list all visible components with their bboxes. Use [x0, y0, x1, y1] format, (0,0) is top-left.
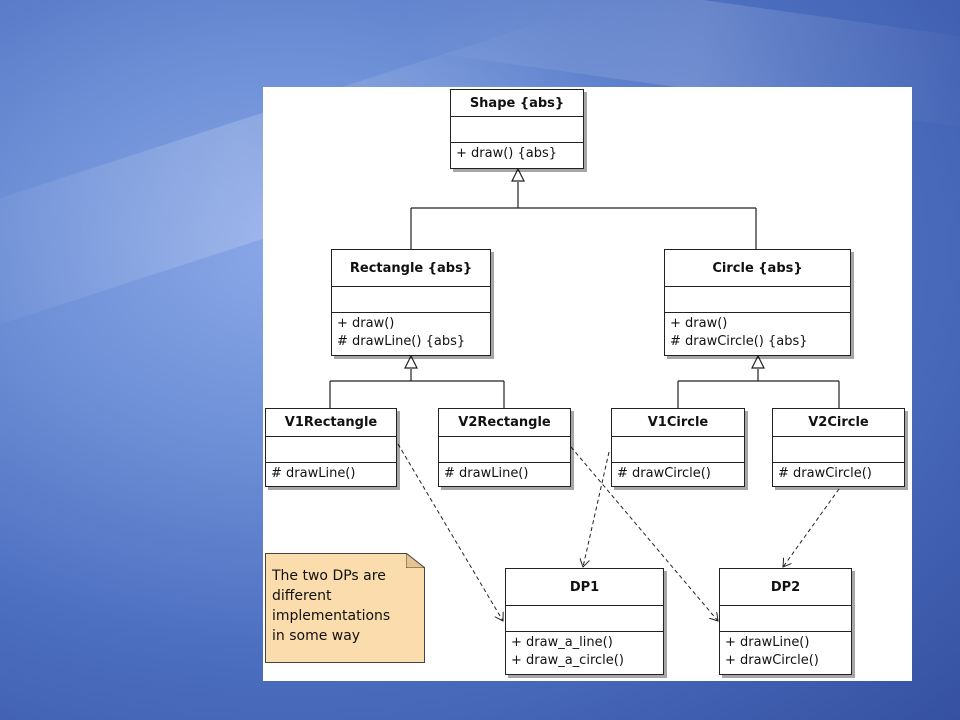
class-shape: Shape {abs} + draw() {abs}: [450, 89, 584, 169]
class-v1rectangle-name: V1Rectangle: [266, 409, 396, 437]
class-circle: Circle {abs} + draw() # drawCircle() {ab…: [664, 249, 851, 356]
class-v1rectangle-operations: # drawLine(): [266, 463, 396, 485]
operation: # drawCircle(): [617, 466, 711, 481]
operation: + drawCircle(): [725, 653, 819, 668]
class-dp2-name: DP2: [720, 569, 851, 606]
uml-diagram-panel: Shape {abs} + draw() {abs} Rectangle {ab…: [263, 87, 912, 681]
note-line: The two DPs are: [272, 568, 386, 584]
operation: + draw_a_line(): [511, 635, 613, 650]
operation: # drawCircle(): [778, 466, 872, 481]
class-v2circle-operations: # drawCircle(): [773, 463, 904, 485]
class-dp1-attributes: [506, 606, 663, 632]
operation: + draw(): [670, 316, 728, 331]
class-shape-attributes: [451, 117, 583, 143]
class-v2circle-name: V2Circle: [773, 409, 904, 437]
operation: # drawLine(): [271, 466, 356, 481]
note-line: in some way: [272, 628, 361, 644]
class-v2rectangle-name: V2Rectangle: [439, 409, 570, 437]
class-dp1-operations: + draw_a_line() + draw_a_circle(): [506, 632, 663, 672]
note-line: implementations: [272, 608, 391, 624]
class-dp2-operations: + drawLine() + drawCircle(): [720, 632, 851, 672]
note-line: different: [272, 588, 332, 604]
operation: + draw(): [337, 316, 395, 331]
operation: # drawLine(): [444, 466, 529, 481]
class-rectangle: Rectangle {abs} + draw() # drawLine() {a…: [331, 249, 491, 356]
operation: # drawLine() {abs}: [337, 334, 466, 349]
operation: + drawLine(): [725, 635, 810, 650]
dependencies: [397, 443, 840, 621]
class-v2rectangle: V2Rectangle # drawLine(): [438, 408, 571, 487]
class-v2circle: V2Circle # drawCircle(): [772, 408, 905, 487]
class-rectangle-name: Rectangle {abs}: [332, 250, 490, 287]
note-fold-corner: [406, 553, 425, 568]
class-dp1: DP1 + draw_a_line() + draw_a_circle(): [505, 568, 664, 675]
class-v2rectangle-operations: # drawLine(): [439, 463, 570, 485]
inheritance-rectangle: [329, 354, 505, 408]
class-v1rectangle-attributes: [266, 437, 396, 463]
diagram-connectors: [329, 167, 840, 681]
class-v1rectangle: V1Rectangle # drawLine(): [265, 408, 397, 487]
class-rectangle-operations: + draw() # drawLine() {abs}: [332, 313, 490, 353]
class-v1circle-attributes: [612, 437, 744, 463]
inheritance-circle: [677, 354, 840, 408]
operation: + draw_a_circle(): [511, 653, 624, 668]
class-circle-name: Circle {abs}: [665, 250, 850, 287]
class-dp2: DP2 + drawLine() + drawCircle(): [719, 568, 852, 675]
class-v2circle-attributes: [773, 437, 904, 463]
operation: + draw() {abs}: [456, 146, 558, 161]
class-v2rectangle-attributes: [439, 437, 570, 463]
class-v1circle-operations: # drawCircle(): [612, 463, 744, 485]
inheritance-shape: [410, 167, 757, 249]
class-dp2-attributes: [720, 606, 851, 632]
note: The two DPs are different implementation…: [265, 553, 425, 663]
class-shape-name: Shape {abs}: [451, 90, 583, 117]
class-shape-operations: + draw() {abs}: [451, 143, 583, 165]
class-dp1-name: DP1: [506, 569, 663, 606]
class-v1circle: V1Circle # drawCircle(): [611, 408, 745, 487]
operation: # drawCircle() {abs}: [670, 334, 808, 349]
class-circle-operations: + draw() # drawCircle() {abs}: [665, 313, 850, 353]
class-rectangle-attributes: [332, 287, 490, 313]
class-v1circle-name: V1Circle: [612, 409, 744, 437]
class-circle-attributes: [665, 287, 850, 313]
